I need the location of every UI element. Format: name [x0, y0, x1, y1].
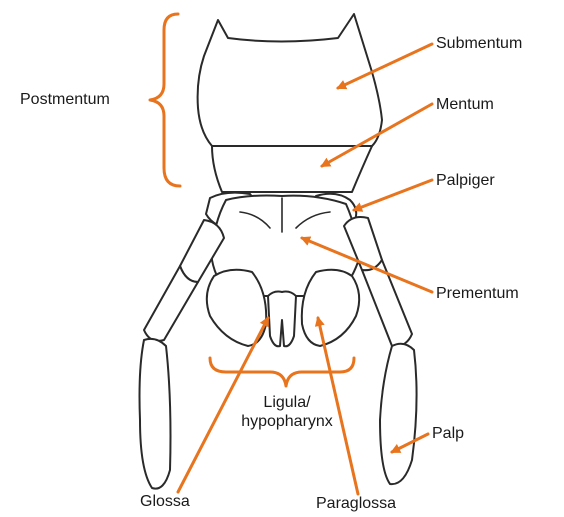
- glossa-shape: [268, 292, 296, 347]
- paraglossa-left-shape: [207, 270, 266, 346]
- palp-left-segment-3: [140, 339, 171, 489]
- label-palp: Palp: [432, 424, 464, 443]
- label-ligula-line1: Ligula/: [232, 393, 342, 412]
- paraglossa-right-shape: [302, 270, 359, 346]
- label-mentum: Mentum: [436, 95, 494, 114]
- label-postmentum: Postmentum: [20, 90, 110, 109]
- postmentum-brace: [150, 14, 180, 186]
- label-prementum: Prementum: [436, 284, 519, 303]
- palp-right-segment-3: [380, 344, 417, 484]
- palpiger-arrow: [354, 180, 432, 210]
- label-submentum: Submentum: [436, 34, 522, 53]
- label-glossa: Glossa: [140, 492, 190, 511]
- label-ligula-line2: hypopharynx: [232, 412, 342, 431]
- label-paraglossa: Paraglossa: [316, 494, 396, 513]
- label-palpiger: Palpiger: [436, 171, 495, 190]
- label-ligula: Ligula/ hypopharynx: [232, 393, 342, 431]
